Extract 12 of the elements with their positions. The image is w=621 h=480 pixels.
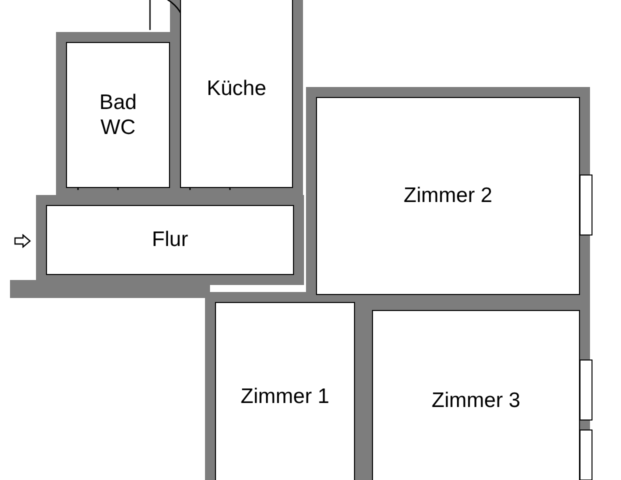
room-outline	[372, 310, 580, 480]
room-outline	[180, 0, 293, 188]
room-outline	[46, 205, 294, 275]
room-label: Zimmer 2	[404, 183, 492, 209]
room-label: Bad WC	[98, 90, 138, 140]
room-label: Zimmer 3	[432, 388, 520, 414]
room-outline	[66, 42, 170, 188]
room-label: Küche	[206, 76, 266, 102]
room-outline	[316, 97, 580, 295]
room-label: Flur	[152, 227, 188, 253]
room-outline	[215, 302, 355, 480]
room-label: Zimmer 1	[240, 384, 330, 410]
